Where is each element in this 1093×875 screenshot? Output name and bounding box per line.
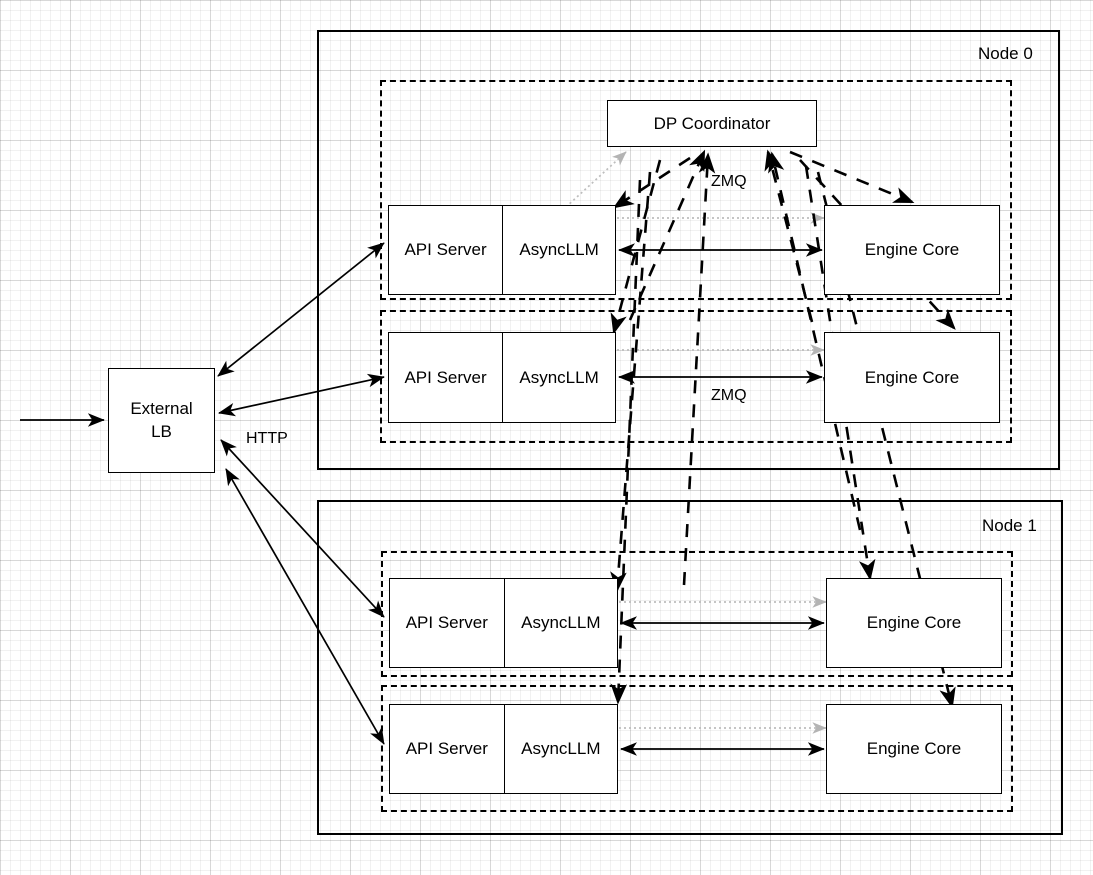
- asyncllm-cell[interactable]: AsyncLLM: [521, 613, 601, 632]
- node-0-group-0-engine-core-box[interactable]: Engine Core: [824, 205, 1000, 295]
- engine-core-label: Engine Core: [864, 240, 960, 259]
- node-1-group-0-container: [381, 551, 1013, 677]
- engine-core-label: Engine Core: [866, 739, 962, 758]
- external-lb-label-line2: LB: [151, 421, 172, 441]
- api-server-cell[interactable]: API Server: [389, 206, 504, 294]
- dp-coordinator-box[interactable]: DP Coordinator: [607, 100, 817, 147]
- asyncllm-cell[interactable]: AsyncLLM: [521, 739, 601, 758]
- node-0-group-0-container: [380, 80, 1012, 300]
- node-1-group-1-api-async-box[interactable]: API Server AsyncLLM: [389, 704, 618, 794]
- asyncllm-cell[interactable]: AsyncLLM: [519, 367, 599, 387]
- node-0-label: Node 0: [978, 44, 1033, 63]
- node-0-group-0-api-async-box[interactable]: API Server AsyncLLM: [388, 205, 616, 295]
- engine-core-label: Engine Core: [866, 613, 962, 632]
- node-0-group-1-engine-core-box[interactable]: Engine Core: [824, 332, 1000, 423]
- node-0-container: [317, 30, 1060, 470]
- node-1-group-0-api-async-box[interactable]: API Server AsyncLLM: [389, 578, 618, 668]
- external-lb-label-line1: External: [130, 398, 193, 418]
- api-server-cell[interactable]: API Server: [390, 705, 505, 793]
- node-0-group-1-zmq-label: ZMQ: [711, 387, 747, 404]
- api-server-cell[interactable]: API Server: [389, 333, 504, 422]
- node-0-group-1-container: [380, 310, 1012, 443]
- external-lb-box[interactable]: External LB: [108, 368, 215, 473]
- node-0-group-1-api-async-box[interactable]: API Server AsyncLLM: [388, 332, 616, 423]
- node-1-container: [317, 500, 1063, 835]
- coordinator-zmq-label: ZMQ: [711, 173, 747, 190]
- node-1-group-1-container: [381, 685, 1013, 812]
- dp-coordinator-label: DP Coordinator: [653, 113, 771, 133]
- engine-core-label: Engine Core: [864, 367, 960, 387]
- asyncllm-cell[interactable]: AsyncLLM: [519, 240, 599, 259]
- node-1-group-1-engine-core-box[interactable]: Engine Core: [826, 704, 1002, 794]
- node-1-label: Node 1: [982, 516, 1037, 535]
- http-edge-label: HTTP: [246, 430, 288, 447]
- node-1-group-0-engine-core-box[interactable]: Engine Core: [826, 578, 1002, 668]
- api-server-cell[interactable]: API Server: [390, 579, 505, 667]
